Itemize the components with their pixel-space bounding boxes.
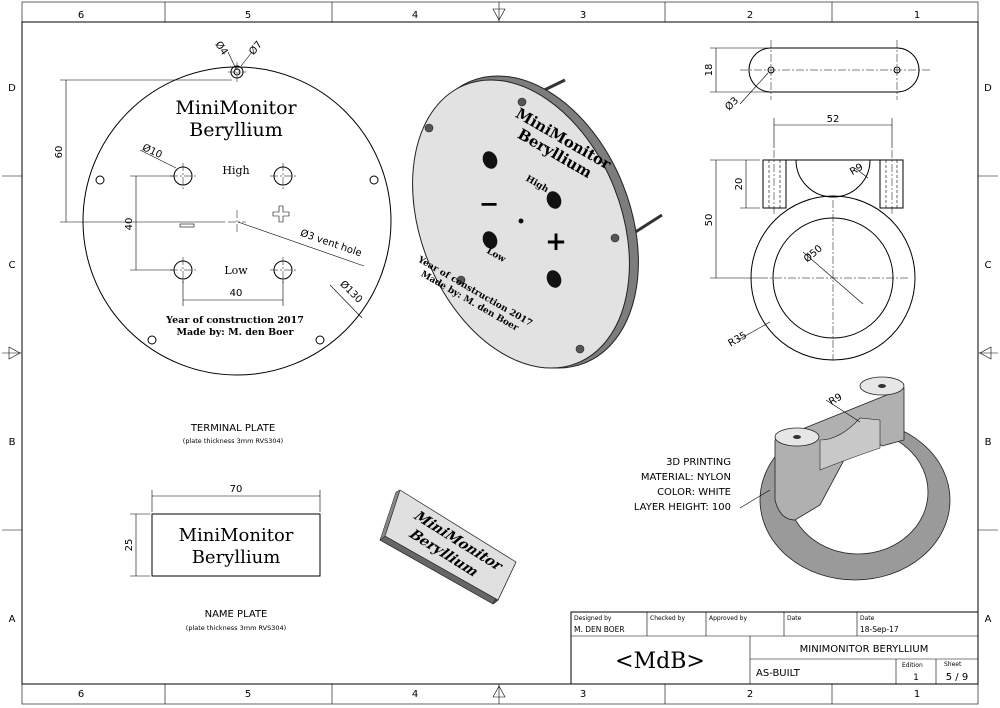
iso-plate-screws	[424, 97, 620, 354]
bracket-dim-d50: Ø50	[801, 242, 825, 264]
grid-row-d-left: D	[8, 83, 16, 94]
bracket-dim-52: 52	[827, 114, 840, 125]
bracket-note-line4: LAYER HEIGHT: 100	[634, 502, 731, 513]
grid-col-1-top: 1	[914, 10, 920, 21]
bracket-front-upper	[762, 159, 904, 209]
terminal-plate-centerlines	[170, 62, 296, 283]
tb-logo: <MdB>	[615, 649, 705, 674]
title-block: Designed by Checked by Approved by Date …	[570, 611, 979, 685]
tb-date-label-2: Date	[860, 615, 875, 622]
grid-col-5-top: 5	[245, 10, 251, 21]
terminal-dimension-lines	[60, 51, 365, 319]
bracket-dim-18: 18	[704, 64, 715, 77]
bracket-dim-d3: Ø3	[723, 95, 742, 114]
grid-row-c-right: C	[985, 260, 992, 271]
terminal-plus-mark	[272, 205, 290, 223]
bracket-note-line2: MATERIAL: NYLON	[641, 472, 731, 483]
terminal-dim-40-vertical: 40	[124, 218, 135, 231]
bracket-iso-dim-r9: R9	[827, 392, 844, 408]
iso-plate-holes	[482, 151, 562, 288]
grid-col-1-bottom: 1	[914, 689, 920, 700]
terminal-title-line2: Beryllium	[189, 119, 283, 141]
grid-col-6-bottom: 6	[78, 689, 84, 700]
tb-edition: 1	[913, 673, 919, 683]
terminal-plate-iso-view: MiniMonitor Beryllium High Low Year of c…	[412, 75, 663, 369]
terminal-plate-note: (plate thickness 3mm RVS304)	[183, 437, 283, 445]
iso-plus-mark: +	[545, 227, 567, 257]
name-plate-title-line2: Beryllium	[192, 547, 281, 568]
tb-sheet-label: Sheet	[944, 661, 962, 668]
grid-row-d-right: D	[984, 83, 992, 94]
grid-col-5-bottom: 5	[245, 689, 251, 700]
grid-row-b-left: B	[9, 437, 16, 448]
terminal-year-label: Year of construction 2017	[165, 315, 304, 326]
bracket-top-view: 18 Ø3	[704, 40, 930, 113]
terminal-dim-40-horizontal: 40	[230, 288, 243, 299]
tb-approved-by-label: Approved by	[709, 615, 747, 622]
tb-status: AS-BUILT	[756, 668, 801, 679]
tb-date-label-1: Date	[787, 615, 802, 622]
grid-col-6-top: 6	[78, 10, 84, 21]
terminal-dim-d10: Ø10	[140, 141, 164, 161]
terminal-title-line1: MiniMonitor	[175, 97, 297, 119]
iso-plate-face	[412, 79, 630, 369]
bracket-dim-20: 20	[734, 178, 745, 191]
name-plate-dimension-lines	[130, 490, 321, 577]
grid-col-2-bottom: 2	[747, 689, 753, 700]
terminal-madeby-label: Made by: M. den Boer	[176, 327, 294, 338]
terminal-plate-view: MiniMonitor Beryllium High Low Year of c…	[54, 39, 392, 445]
grid-col-4-top: 4	[412, 10, 418, 21]
terminal-dim-d130: Ø130	[337, 278, 365, 306]
iso-minus-mark: −	[479, 189, 499, 218]
name-plate-note: (plate thickness 3mm RVS304)	[186, 624, 286, 632]
terminal-dim-d4: Ø4	[212, 39, 230, 58]
tb-sheet: 5 / 9	[946, 672, 968, 683]
name-plate-label: NAME PLATE	[205, 609, 268, 620]
tb-date: 18-Sep-17	[860, 625, 899, 634]
terminal-low-label: Low	[224, 264, 248, 277]
terminal-dim-d7: Ø7	[247, 39, 265, 58]
grid-row-b-right: B	[985, 437, 992, 448]
grid-col-3-bottom: 3	[580, 689, 586, 700]
grid-row-c-left: C	[9, 260, 16, 271]
tb-designer: M. DEN BOER	[574, 625, 625, 634]
terminal-high-label: High	[222, 164, 249, 177]
grid-row-a-right: A	[985, 614, 992, 625]
name-plate-iso-view: MiniMonitor Beryllium	[379, 489, 517, 605]
name-plate-view: MiniMonitor Beryllium 70 25 NAME PLATE (…	[124, 484, 321, 632]
bracket-note-line3: COLOR: WHITE	[657, 487, 731, 498]
tb-title: MINIMONITOR BERYLLIUM	[800, 644, 929, 655]
terminal-minus-mark	[179, 223, 195, 228]
name-plate-outline	[151, 513, 321, 577]
grid-col-2-top: 2	[747, 10, 753, 21]
bracket-front-view: 52 20 50 Ø50 R35 R9	[704, 114, 916, 361]
terminal-plate-label: TERMINAL PLATE	[190, 423, 275, 434]
tb-designed-by-label: Designed by	[574, 615, 612, 622]
bracket-dim-50: 50	[704, 214, 715, 227]
grid-col-3-top: 3	[580, 10, 586, 21]
grid-col-4-bottom: 4	[412, 689, 418, 700]
terminal-dim-60: 60	[54, 146, 65, 159]
tb-checked-by-label: Checked by	[650, 615, 685, 622]
bracket-dim-r9: R9	[848, 162, 865, 178]
name-plate-dim-25: 25	[124, 539, 135, 552]
bracket-iso-view: R9 3D PRINTING MATERIAL: NYLON COLOR: WH…	[634, 376, 951, 581]
grid-row-a-left: A	[9, 614, 16, 625]
name-plate-dim-70: 70	[230, 484, 243, 495]
tb-edition-label: Edition	[902, 662, 923, 669]
bracket-dim-r35: R35	[726, 330, 749, 349]
bracket-note-line1: 3D PRINTING	[666, 457, 731, 468]
name-plate-title-line1: MiniMonitor	[179, 525, 294, 546]
